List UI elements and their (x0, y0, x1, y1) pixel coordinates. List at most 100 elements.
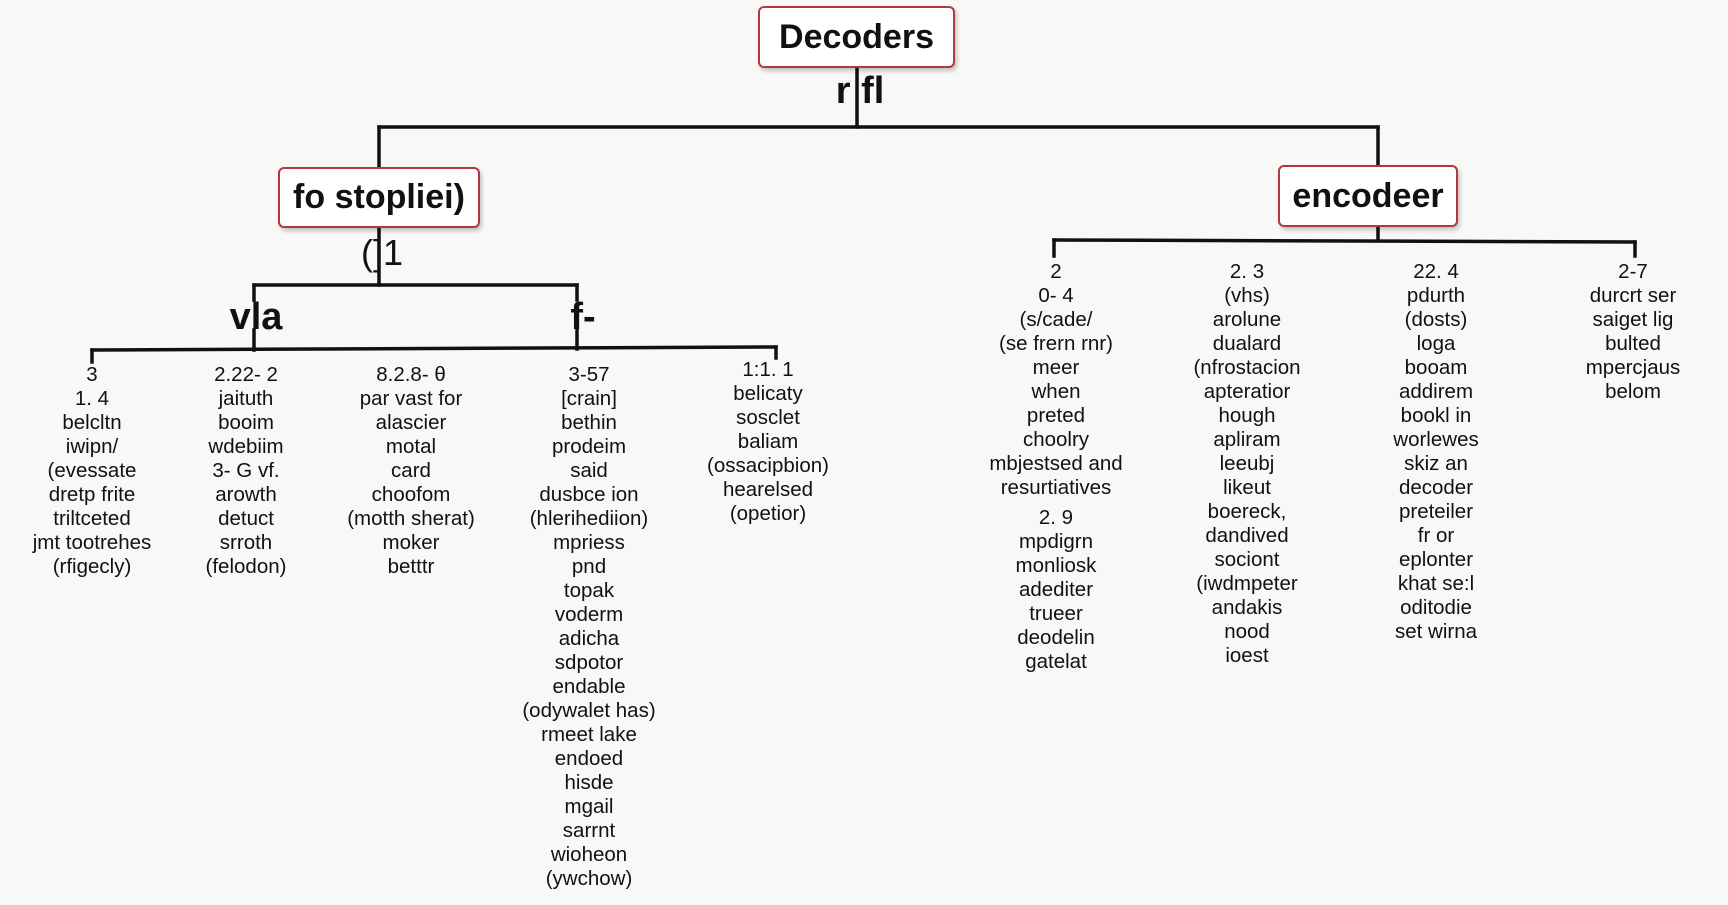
leaf-line: 1. 4 (74, 387, 110, 410)
leaf-line: arowth (215, 483, 277, 506)
leaf-line: saiget lig (1592, 308, 1674, 331)
left-node-title: fo stopliei) (293, 178, 465, 216)
leaf-line: resurtiatives (1000, 476, 1112, 499)
leaf-line: ioest (1225, 644, 1269, 667)
leaf-line: (felodon) (205, 555, 287, 578)
leaf-line: 1:1. 1 (742, 358, 794, 381)
leaf-line: (se frern rnr) (999, 332, 1113, 355)
root-sublabel: r fl (835, 70, 885, 112)
leaf-line: (evessate (47, 459, 137, 482)
leaf-line: (odywalet has) (522, 699, 656, 722)
leaf-line: adediter (1018, 578, 1094, 601)
leaf-line: topak (563, 579, 615, 602)
leaf-line: (rfigecly) (52, 555, 132, 578)
leaf-line: sosclet (736, 406, 800, 429)
leaf-line: triltceted (53, 507, 131, 530)
leaf-line: dusbce ion (539, 483, 639, 506)
leaf-line: adicha (558, 627, 620, 650)
leaf-line: 2-7 (1618, 260, 1648, 283)
leaf-line: oditodie (1400, 596, 1472, 619)
leaf-line: [crain] (561, 387, 617, 410)
leaf-line: mbjestsed and (989, 452, 1123, 475)
leaf-line: pnd (571, 555, 607, 578)
leaf-line: (motth sherat) (347, 507, 475, 530)
leaf-line: 2 (1050, 260, 1062, 283)
leaf-line: 2. 9 (1038, 506, 1074, 529)
leaf-line: iwipn/ (65, 435, 119, 458)
leaf-line: eplonter (1398, 548, 1474, 571)
leaf-line: dandived (1205, 524, 1289, 547)
leaf-line: alascier (375, 411, 447, 434)
leaf-line: monliosk (1015, 554, 1097, 577)
leaf-line: (s/cade/ (1019, 308, 1093, 331)
leaf-line: deodelin (1017, 626, 1095, 649)
leaf-line: belicaty (733, 382, 803, 405)
leaf-line: rmeet lake (541, 723, 637, 746)
leaf-line: preted (1026, 404, 1086, 427)
right-node-title: encodeer (1292, 176, 1444, 215)
leaf-line: 3 (86, 363, 98, 386)
leaf-line: moker (382, 531, 440, 554)
leaf-line: dretp frite (48, 483, 136, 506)
root-node-title: Decoders (779, 17, 934, 56)
leaf-line: decoder (1398, 476, 1474, 499)
leaf-line: nood (1224, 620, 1270, 643)
leaf-line: belom (1605, 380, 1661, 403)
leaf-line: wdebiim (208, 435, 284, 458)
leaf-line: (iwdmpeter (1196, 572, 1298, 595)
leaf-line: 3-57 (568, 363, 610, 386)
leaf-line: belcltn (62, 411, 122, 434)
leaf-line: worlewes (1393, 428, 1479, 451)
leaf-line: prodeim (551, 435, 627, 458)
leaf-line: 2.22- 2 (214, 363, 278, 386)
left-node: fo stopliei) (278, 167, 480, 228)
leaf-line: (dosts) (1404, 308, 1468, 331)
root-node: Decoders (758, 6, 955, 68)
leaf-line: choofom (371, 483, 451, 506)
leaf-line: fr or (1417, 524, 1455, 547)
leaf-line: bulted (1605, 332, 1661, 355)
leaf-line: voderm (554, 603, 624, 626)
leaf-line: when (1031, 380, 1081, 403)
leaf-line: (nfrostacion (1193, 356, 1301, 379)
leaf-line: detuct (218, 507, 274, 530)
leaf-line: (hlerihediion) (529, 507, 649, 530)
leaf-line: said (570, 459, 608, 482)
leaf-line: booim (218, 411, 274, 434)
leaf-line: sarrnt (562, 819, 616, 842)
leaf-line: wioheon (550, 843, 628, 866)
leaf-line: hearelsed (722, 478, 814, 501)
leaf-line: hisde (564, 771, 614, 794)
leaf-line: 8.2.8- θ (376, 363, 446, 386)
leaf-line: par vast for (359, 387, 463, 410)
leaf-line: trueer (1029, 602, 1083, 625)
leaf-line: motal (385, 435, 437, 458)
leaf-line: mpriess (553, 531, 625, 554)
leaf-line: baliam (737, 430, 799, 453)
leaf-line: set wirna (1394, 620, 1478, 643)
leaf-line: endable (552, 675, 626, 698)
leaf-line: (ossacipbion) (707, 454, 829, 477)
leaf-line: arolune (1212, 308, 1282, 331)
leaf-line: meer (1032, 356, 1080, 379)
leaf-line: loga (1416, 332, 1456, 355)
leaf-line: pdurth (1406, 284, 1466, 307)
leaf-line: mpdigrn (1018, 530, 1094, 553)
leaf-line: 2. 3 (1229, 260, 1265, 283)
leaf-line: card (391, 459, 431, 482)
leaf-line: 0- 4 (1038, 284, 1074, 307)
leaf-line: betttr (387, 555, 435, 578)
leaf-line: mpercjaus (1585, 356, 1681, 379)
leaf-line: leeubj (1219, 452, 1275, 475)
connector (1052, 238, 1637, 244)
leaf-line: boereck, (1207, 500, 1287, 523)
